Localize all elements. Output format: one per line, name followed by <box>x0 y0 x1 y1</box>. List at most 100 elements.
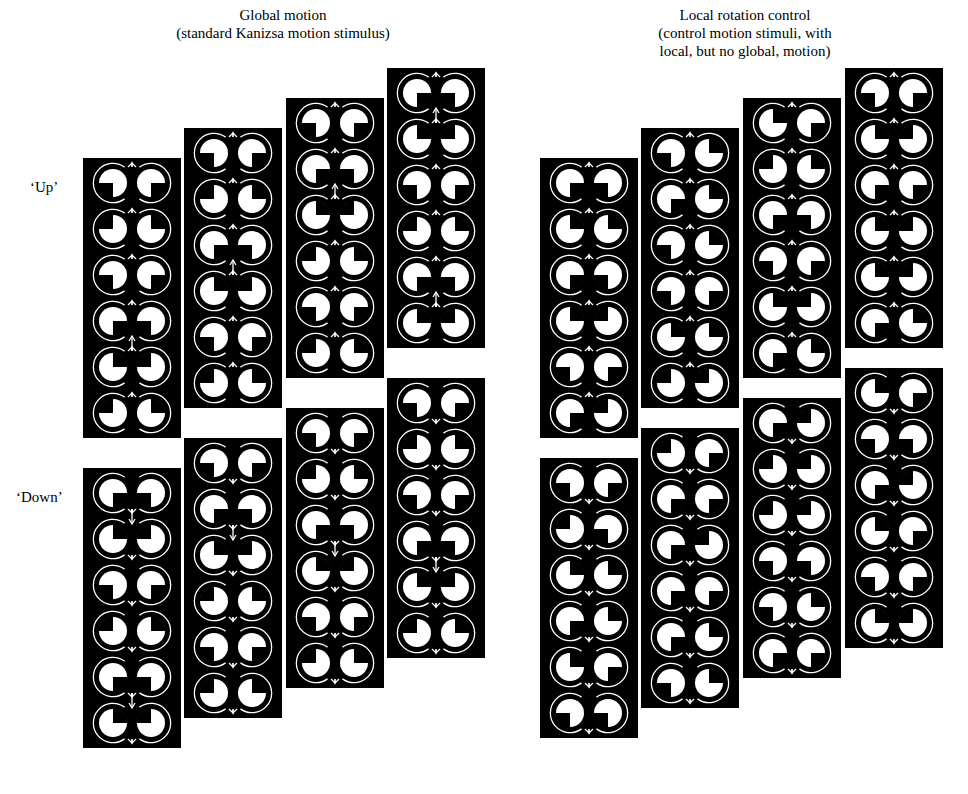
inducer-disk <box>99 215 127 243</box>
inducer-disk <box>403 171 431 199</box>
row-label: ‘Down’ <box>16 488 63 506</box>
pacman-inducer <box>796 403 831 444</box>
inducer-disk <box>340 247 368 275</box>
missing-quadrant <box>758 454 773 469</box>
missing-quadrant <box>875 185 890 200</box>
pacman-inducer <box>397 119 432 160</box>
inducer-disk <box>302 649 330 677</box>
pacman-inducer <box>753 495 787 536</box>
inducer-disk <box>403 125 431 153</box>
pacman-inducer <box>695 433 729 474</box>
missing-quadrant <box>913 531 928 546</box>
pacman-inducer <box>340 241 374 282</box>
pacman-inducer <box>898 211 933 252</box>
missing-quadrant <box>316 169 331 184</box>
missing-quadrant <box>252 337 267 352</box>
pacman-inducer <box>594 555 628 596</box>
missing-quadrant <box>656 438 671 453</box>
inducer-disk <box>594 261 622 289</box>
missing-quadrant <box>214 509 229 524</box>
inducer-disk <box>200 679 228 707</box>
missing-quadrant <box>709 184 724 199</box>
inducer-disk <box>238 633 266 661</box>
inducer-disk <box>200 185 228 213</box>
pacman-inducer <box>593 693 628 734</box>
pacman-inducer <box>340 287 374 328</box>
missing-quadrant <box>758 607 773 622</box>
pacman-inducer <box>594 347 628 388</box>
pacman-inducer <box>753 587 787 628</box>
rotation-arrowhead <box>690 271 694 275</box>
rotation-arrowhead <box>894 639 898 643</box>
missing-quadrant <box>555 367 570 382</box>
pacman-inducer <box>594 647 628 688</box>
missing-quadrant <box>570 413 585 428</box>
inducer-disk <box>594 653 622 681</box>
motion-arrow <box>332 184 338 199</box>
inducer-disk <box>340 339 368 367</box>
inducer-disk <box>797 501 825 529</box>
missing-quadrant <box>402 185 417 200</box>
pacman-inducer <box>753 241 787 282</box>
missing-quadrant <box>555 514 570 529</box>
pacman-inducer <box>855 511 890 552</box>
inducer-disk <box>797 109 825 137</box>
pacman-inducer <box>695 479 729 520</box>
missing-quadrant <box>455 434 470 449</box>
pacman-inducer <box>593 255 628 296</box>
pacman-inducer <box>340 413 374 454</box>
rotation-arrowhead <box>690 469 694 473</box>
missing-quadrant <box>913 93 928 108</box>
missing-quadrant <box>455 618 470 633</box>
pacman-inducer <box>593 301 628 342</box>
pacman-inducer <box>441 613 475 654</box>
pacman-inducer <box>797 149 831 190</box>
missing-quadrant <box>608 667 623 682</box>
pacman-inducer <box>550 463 584 504</box>
rotation-arrowhead <box>432 419 436 423</box>
rotation-arrowhead <box>335 333 339 337</box>
stimulus-panel <box>540 458 638 738</box>
pacman-inducer <box>796 195 831 236</box>
pacman-inducer <box>397 383 431 424</box>
pacman-inducer <box>695 617 729 658</box>
inducer-disk <box>403 619 431 647</box>
rotation-arrowhead <box>132 301 136 305</box>
inducer-disk <box>99 571 127 599</box>
inducer-disk <box>657 623 685 651</box>
inducer-disk <box>695 185 723 213</box>
inducer-disk <box>302 511 330 539</box>
rotation-arrowhead <box>436 465 440 469</box>
pacman-inducer <box>651 225 685 266</box>
motion-arrow <box>332 541 338 556</box>
inducer-disk <box>99 169 127 197</box>
missing-quadrant <box>214 245 229 260</box>
missing-quadrant <box>875 485 890 500</box>
rotation-arrowhead <box>792 195 796 199</box>
missing-quadrant <box>402 495 417 510</box>
inducer-disk <box>695 485 723 513</box>
missing-quadrant <box>214 540 229 555</box>
inducer-disk <box>200 633 228 661</box>
inducer-disk <box>759 247 787 275</box>
pacman-inducer <box>194 271 229 312</box>
missing-quadrant <box>301 246 316 261</box>
missing-quadrant <box>440 541 455 556</box>
rotation-arrowhead <box>894 73 898 77</box>
pacman-inducer <box>899 165 933 206</box>
motion-arrow <box>129 509 135 524</box>
missing-quadrant <box>758 261 773 276</box>
pacman-inducer <box>194 317 228 358</box>
missing-quadrant <box>898 262 913 277</box>
missing-quadrant <box>354 246 369 261</box>
inducer-disk <box>556 515 584 543</box>
inducer-disk <box>657 485 685 513</box>
missing-quadrant <box>402 434 417 449</box>
pacman-inducer <box>440 73 475 114</box>
pacman-inducer <box>339 505 374 546</box>
rotation-arrowhead <box>690 607 694 611</box>
missing-quadrant <box>656 291 671 306</box>
pacman-inducer <box>753 333 788 374</box>
inducer-disk <box>657 277 685 305</box>
inducer-disk <box>340 419 368 447</box>
